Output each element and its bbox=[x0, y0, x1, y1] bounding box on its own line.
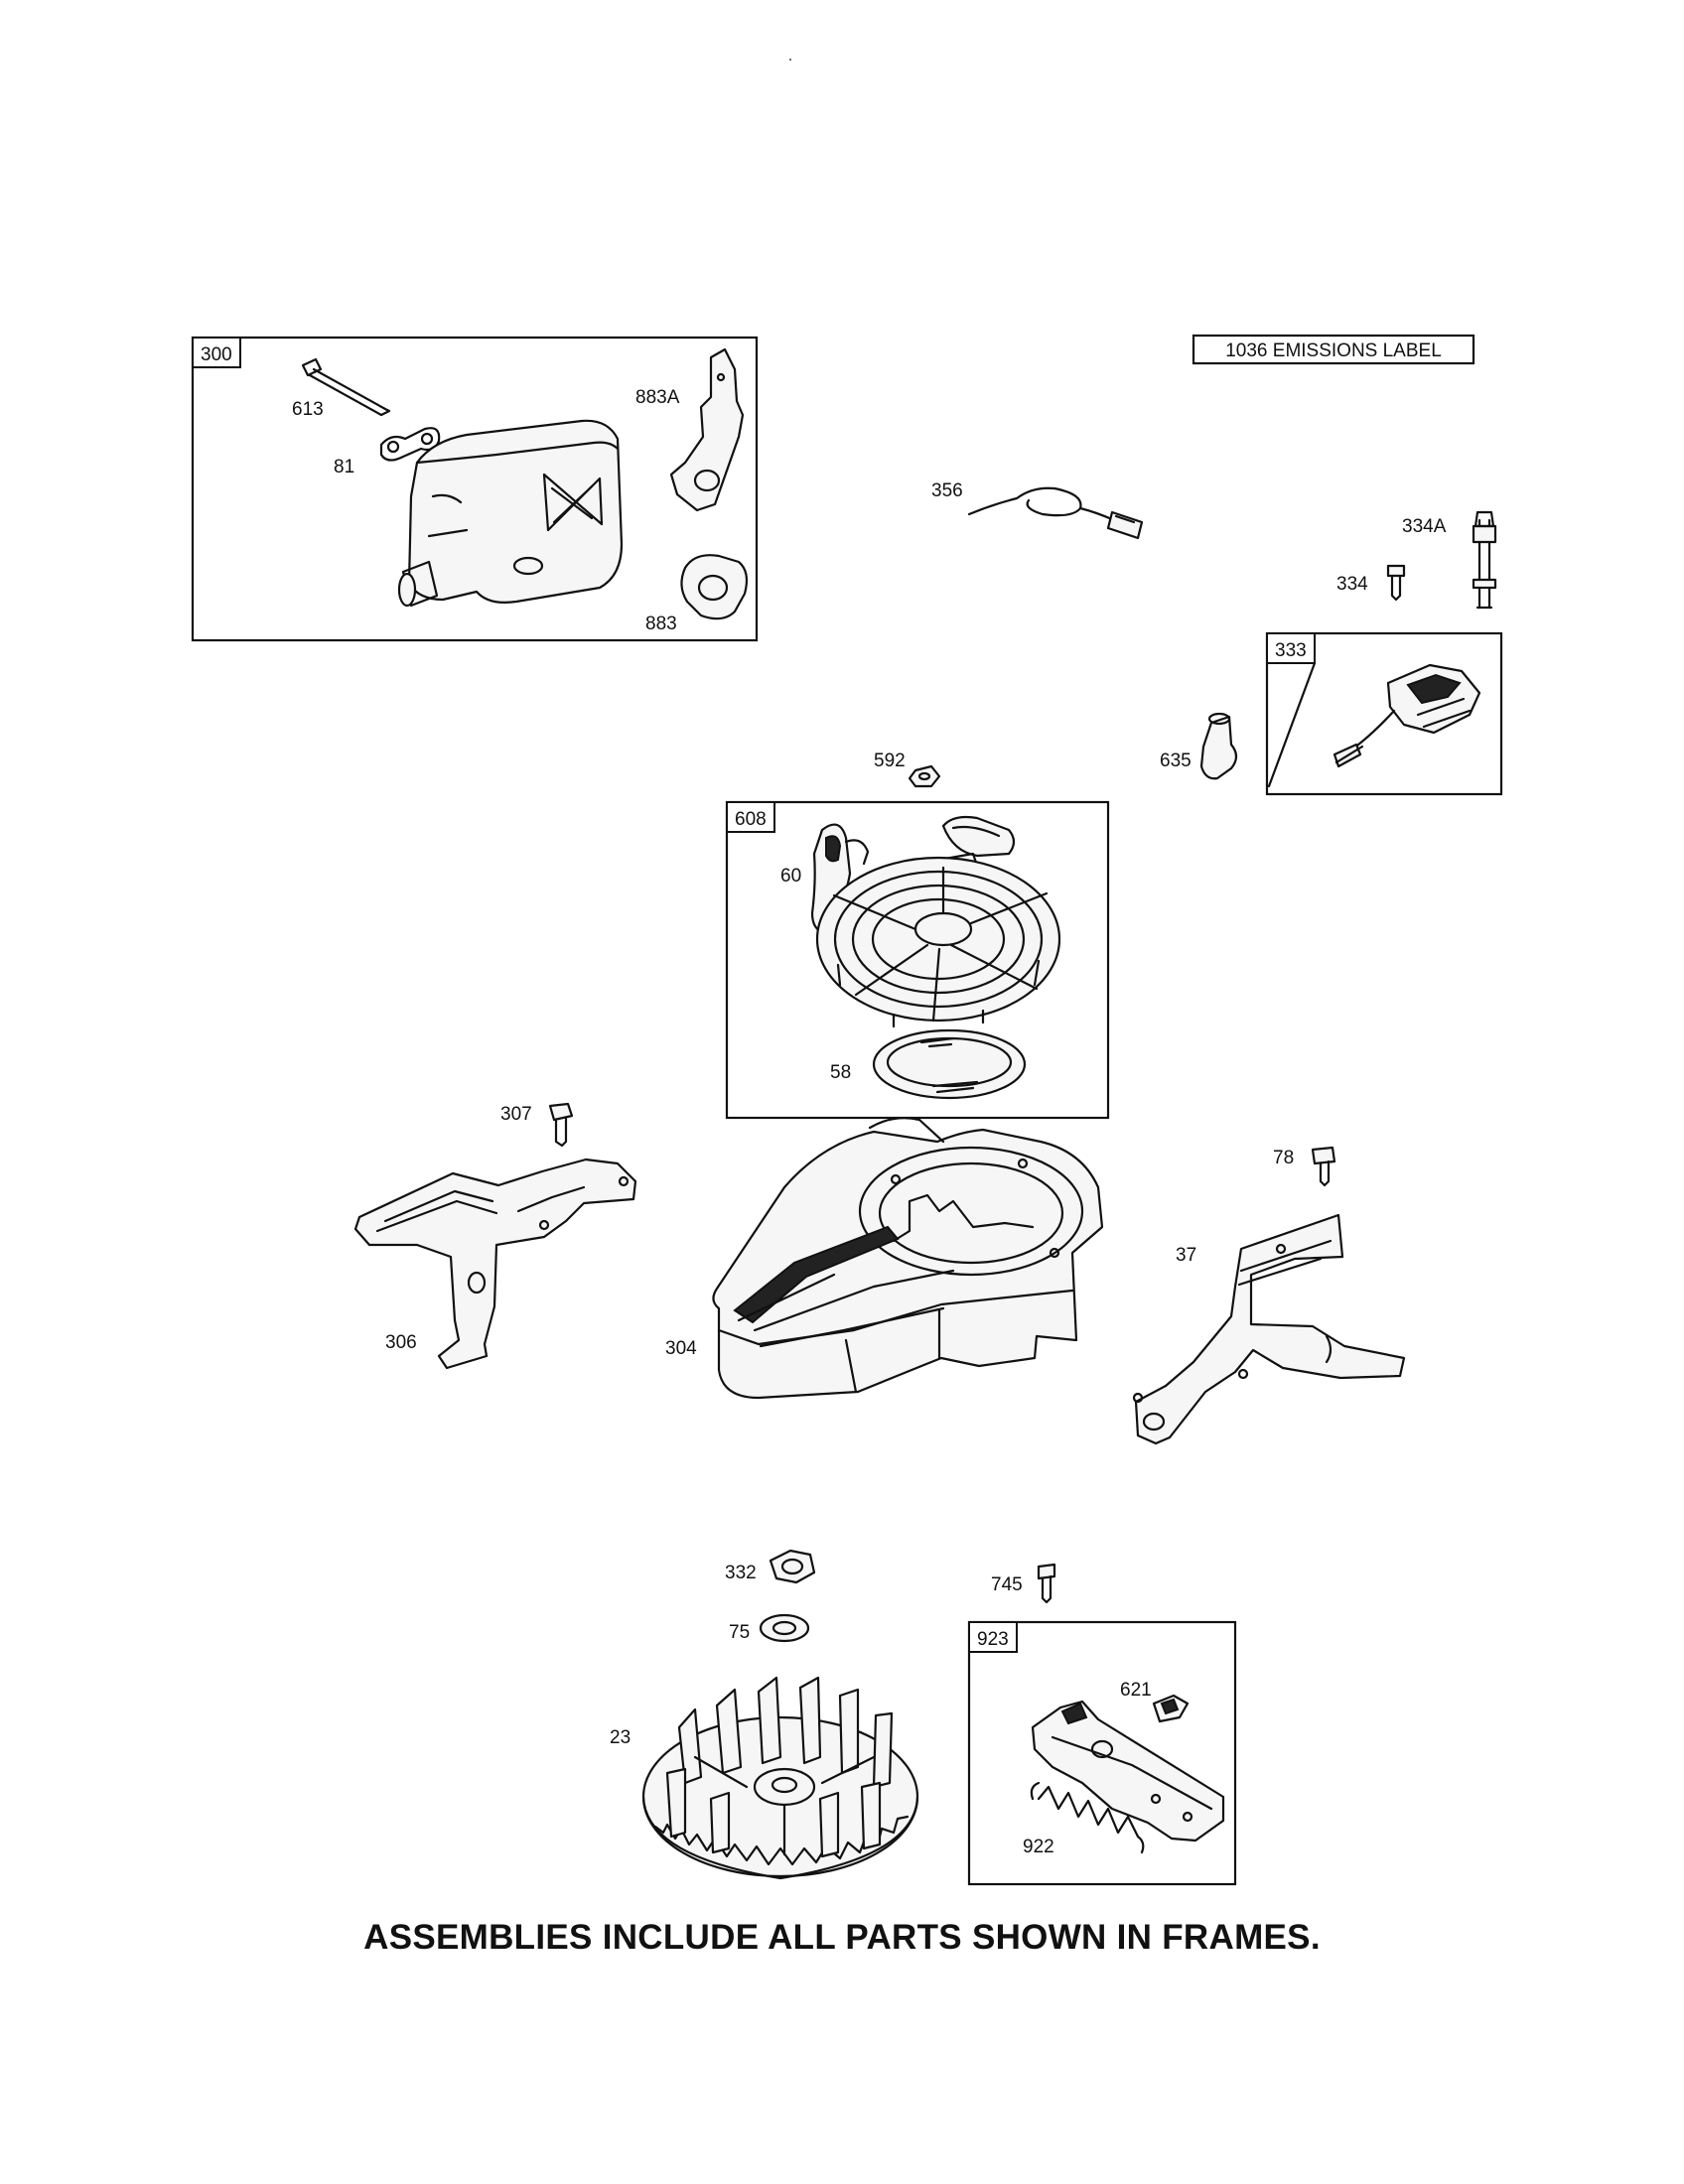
frame-923-tag-box bbox=[968, 1621, 1018, 1653]
part-608-recoil[interactable] bbox=[815, 815, 1061, 1028]
part-307-screw[interactable] bbox=[548, 1102, 574, 1148]
frame-300-tag: 300 bbox=[201, 344, 232, 365]
part-334-screw[interactable] bbox=[1386, 564, 1406, 602]
label-81: 81 bbox=[334, 457, 354, 478]
label-304: 304 bbox=[665, 1338, 697, 1359]
part-23-flywheel[interactable] bbox=[641, 1676, 919, 1880]
part-923-bracket[interactable] bbox=[1031, 1700, 1225, 1843]
assemblies-note: ASSEMBLIES INCLUDE ALL PARTS SHOWN IN FR… bbox=[363, 1918, 1321, 1957]
frame-333-box bbox=[1265, 631, 1503, 796]
part-922-spring[interactable] bbox=[1030, 1781, 1145, 1854]
part-621-link[interactable] bbox=[1152, 1694, 1190, 1723]
label-922: 922 bbox=[1023, 1837, 1054, 1857]
frame-300-box bbox=[191, 336, 759, 642]
part-592-nut[interactable] bbox=[908, 764, 941, 788]
part-883-gasket[interactable] bbox=[680, 554, 749, 620]
part-78-screw[interactable] bbox=[1311, 1146, 1336, 1187]
label-75: 75 bbox=[729, 1622, 750, 1643]
emissions-label: 1036 EMISSIONS LABEL bbox=[1192, 334, 1475, 365]
part-300-muffler[interactable] bbox=[397, 419, 624, 608]
label-78: 78 bbox=[1273, 1148, 1294, 1168]
label-883: 883 bbox=[645, 614, 677, 634]
part-745-screw[interactable] bbox=[1037, 1563, 1056, 1604]
part-60-handle[interactable] bbox=[810, 823, 870, 935]
frame-608-tag-box bbox=[726, 801, 775, 833]
part-37-baffle[interactable] bbox=[1132, 1213, 1406, 1445]
label-334A: 334A bbox=[1402, 516, 1447, 537]
frame-333-tag-box bbox=[1266, 632, 1316, 664]
label-613: 613 bbox=[292, 399, 324, 420]
frame-608: 608 bbox=[725, 800, 1110, 1120]
frame-923-tag: 923 bbox=[977, 1629, 1009, 1650]
label-58: 58 bbox=[830, 1062, 851, 1083]
part-81-link[interactable] bbox=[379, 427, 441, 462]
part-332-nut[interactable] bbox=[769, 1549, 816, 1584]
label-745: 745 bbox=[991, 1574, 1023, 1595]
frame-608-box bbox=[725, 800, 1110, 1120]
label-37: 37 bbox=[1176, 1245, 1196, 1266]
part-333-armature[interactable] bbox=[1333, 663, 1481, 768]
frame-300: 300 bbox=[191, 336, 759, 642]
frame-300-tag-box bbox=[192, 337, 241, 368]
frame-923: 923 bbox=[967, 1620, 1237, 1886]
label-332: 332 bbox=[725, 1563, 757, 1583]
frame-333: 333 bbox=[1265, 631, 1503, 796]
label-306: 306 bbox=[385, 1332, 417, 1353]
label-883A: 883A bbox=[635, 387, 680, 408]
part-883A-shield[interactable] bbox=[669, 347, 745, 512]
label-592: 592 bbox=[874, 751, 906, 771]
part-304-housing[interactable] bbox=[712, 1117, 1104, 1400]
speck bbox=[789, 59, 791, 61]
label-635: 635 bbox=[1160, 751, 1192, 771]
emissions-label-text: 1036 EMISSIONS LABEL bbox=[1225, 341, 1442, 361]
label-60: 60 bbox=[780, 866, 801, 887]
part-75-washer[interactable] bbox=[759, 1613, 810, 1643]
part-613-bolt[interactable] bbox=[301, 357, 391, 417]
part-58-spring[interactable] bbox=[872, 1028, 1027, 1100]
label-356: 356 bbox=[931, 480, 963, 501]
part-635-boot[interactable] bbox=[1199, 712, 1238, 780]
label-334: 334 bbox=[1336, 574, 1368, 595]
frame-923-box bbox=[967, 1620, 1237, 1886]
label-621: 621 bbox=[1120, 1680, 1152, 1701]
frame-333-diagonal bbox=[1267, 661, 1317, 788]
label-307: 307 bbox=[500, 1104, 532, 1125]
part-356-wire[interactable] bbox=[967, 486, 1144, 540]
part-334A-stud[interactable] bbox=[1472, 510, 1497, 610]
frame-608-tag: 608 bbox=[735, 809, 767, 830]
part-306-baffle[interactable] bbox=[353, 1158, 637, 1370]
emissions-label-box bbox=[1192, 334, 1475, 365]
frame-333-tag: 333 bbox=[1275, 640, 1307, 661]
label-23: 23 bbox=[610, 1727, 631, 1748]
